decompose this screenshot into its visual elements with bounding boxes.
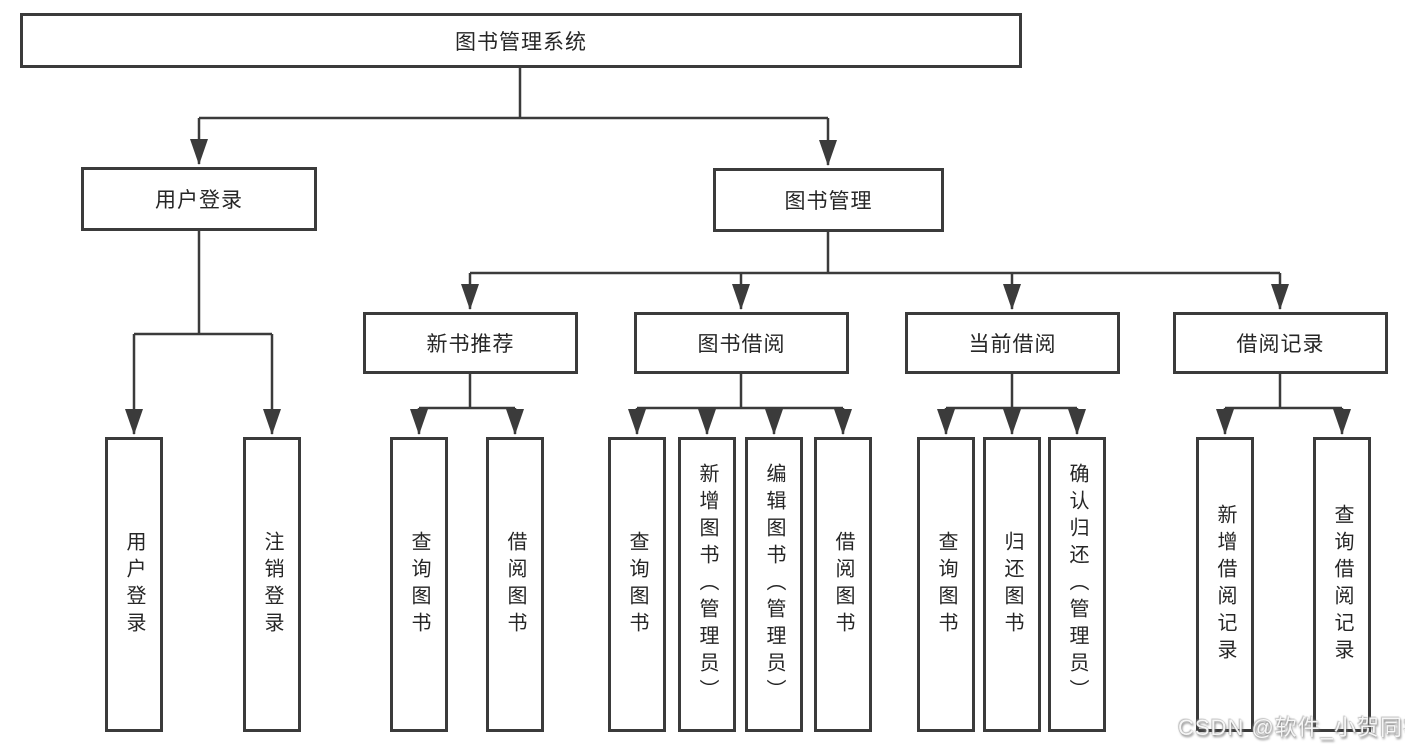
node-root: 图书管理系统 <box>20 13 1022 68</box>
node-new-book-recommend: 新书推荐 <box>363 312 578 374</box>
node-leaf-query-borrow-record: 查询借阅记录 <box>1313 437 1371 732</box>
node-leaf-borrow-book-recommend: 借阅图书 <box>486 437 544 732</box>
node-leaf-logout-login: 注销登录 <box>243 437 301 732</box>
node-book-management: 图书管理 <box>713 168 944 232</box>
node-leaf-add-borrow-record: 新增借阅记录 <box>1196 437 1254 732</box>
node-leaf-user-login: 用户登录 <box>105 437 163 732</box>
node-book-borrow: 图书借阅 <box>634 312 849 374</box>
node-leaf-query-book-borrow: 查询图书 <box>608 437 666 732</box>
node-borrow-records: 借阅记录 <box>1173 312 1388 374</box>
node-leaf-confirm-return-admin: 确认归还（管理员） <box>1048 437 1106 732</box>
node-leaf-return-book: 归还图书 <box>983 437 1041 732</box>
watermark: CSDN @软件_小贺同学 <box>1178 715 1405 740</box>
node-current-borrow: 当前借阅 <box>905 312 1120 374</box>
node-leaf-edit-book-admin: 编辑图书（管理员） <box>745 437 803 732</box>
node-leaf-add-book-admin: 新增图书（管理员） <box>678 437 736 732</box>
node-leaf-query-book-recommend: 查询图书 <box>390 437 448 732</box>
node-leaf-borrow-book: 借阅图书 <box>814 437 872 732</box>
node-leaf-query-book-current: 查询图书 <box>917 437 975 732</box>
node-user-login: 用户登录 <box>81 167 317 231</box>
